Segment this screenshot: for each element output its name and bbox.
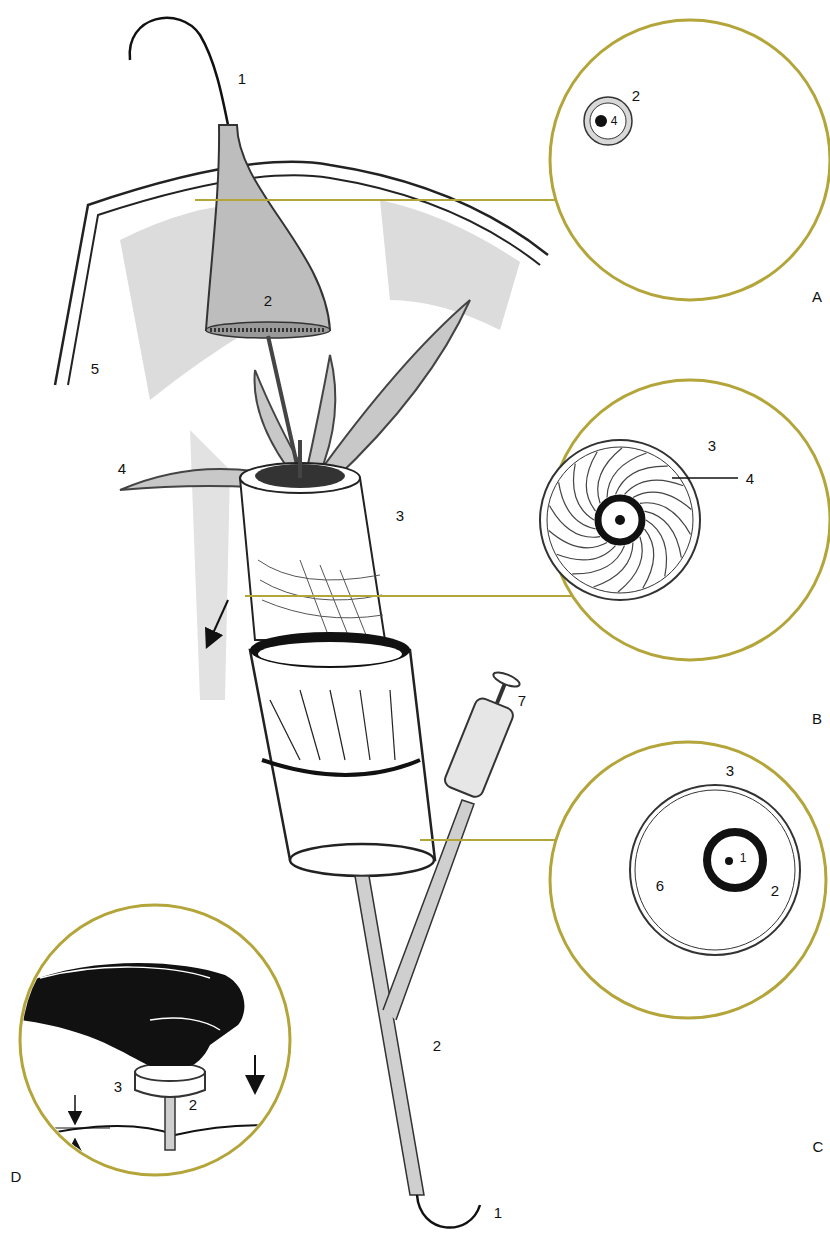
callout-number: 2	[632, 88, 640, 103]
callout-number: 3	[726, 763, 734, 778]
callout-number: 4	[746, 471, 754, 486]
spiral-fold	[559, 482, 596, 529]
callout-number: 6	[656, 878, 664, 893]
callout-number: 1	[494, 1205, 502, 1220]
spiral-fold	[573, 464, 594, 520]
panel-letter: D	[11, 1169, 22, 1184]
panel-letter: B	[812, 711, 822, 726]
spiral-fold	[640, 503, 691, 535]
callout-number: 1	[238, 71, 246, 86]
panel-letter: C	[813, 1139, 824, 1154]
callout-number: 5	[91, 361, 99, 376]
spiral-fold	[549, 506, 600, 538]
callout-number: 2	[264, 293, 272, 308]
callout-number: 2	[433, 1038, 441, 1053]
callout-number: 3	[114, 1079, 122, 1094]
spiral-fold	[646, 520, 667, 576]
callout-number: 4	[611, 115, 618, 127]
panel-letter: A	[812, 289, 822, 304]
callout-number: 1	[740, 852, 747, 864]
callout-number: 3	[396, 508, 404, 523]
callout-number: 3	[708, 438, 716, 453]
spiral-fold	[644, 511, 681, 558]
spiral-fold	[586, 452, 597, 511]
callout-number: 7	[518, 693, 526, 708]
callout-number: 2	[771, 883, 779, 898]
callout-number: 2	[189, 1097, 197, 1112]
callout-number: 4	[118, 461, 126, 476]
spiral-fold	[643, 529, 654, 588]
spiral-fold	[594, 543, 633, 587]
spiral-fold	[607, 453, 646, 497]
